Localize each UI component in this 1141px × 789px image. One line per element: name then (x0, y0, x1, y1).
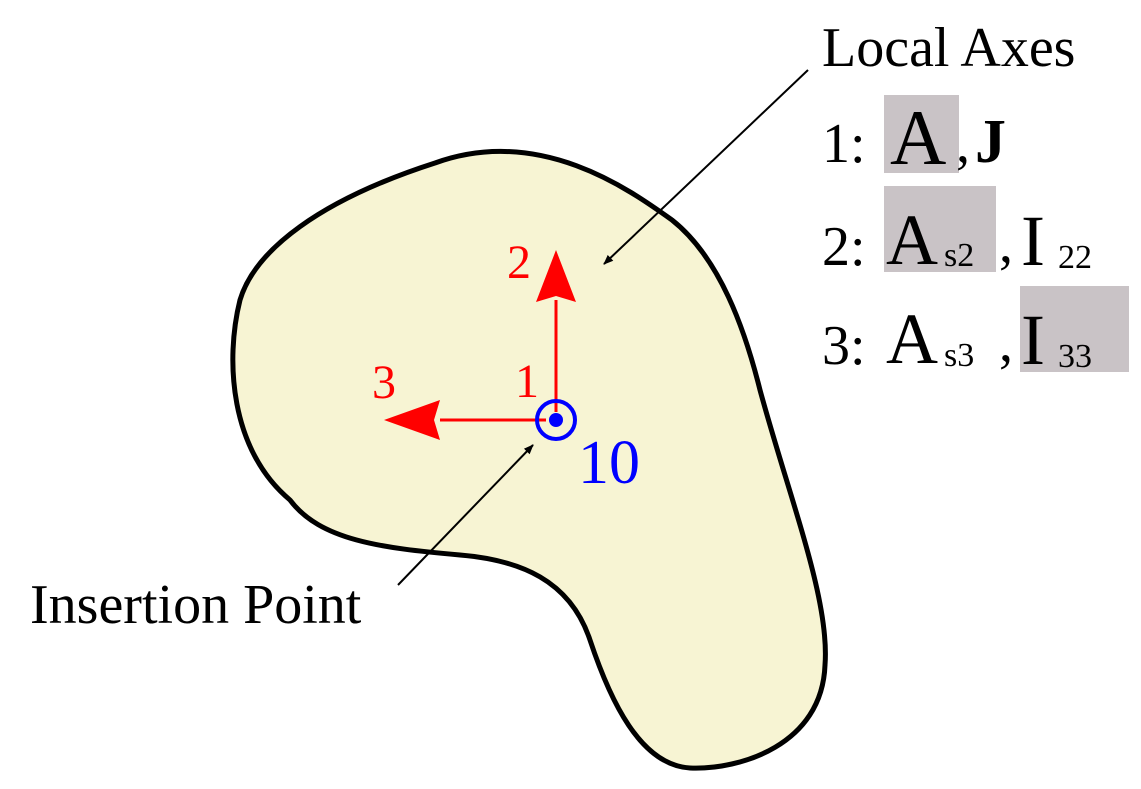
row3-shear-area-sub: s3 (944, 337, 974, 374)
property-row-2: 2: A s2 , I 22 (822, 186, 1092, 281)
row1-torsion: J (975, 108, 1006, 176)
axis-1-label: 1 (515, 355, 539, 408)
highlight-row2-shear-area (884, 186, 996, 272)
row2-inertia: I (1021, 201, 1045, 281)
row3-inertia-sub: 33 (1058, 338, 1092, 375)
local-axes-pointer-arrow (603, 69, 809, 265)
insertion-point-pointer-arrow (397, 444, 534, 586)
property-row-3: 3: A s3 , I 33 (822, 286, 1129, 380)
axis-2-arrowhead (536, 250, 576, 302)
insertion-point-dot (549, 413, 563, 427)
row1-area: A (890, 94, 946, 181)
point-number-label: 10 (578, 429, 640, 497)
row2-sep: , (999, 213, 1013, 275)
row2-index: 2: (822, 216, 866, 278)
row3-shear-area: A (886, 299, 938, 379)
property-row-1: 1: A , J (822, 94, 1006, 181)
highlight-row3-inertia (1020, 286, 1129, 372)
row2-shear-area: A (886, 200, 938, 280)
axis-3-label: 3 (372, 356, 396, 409)
local-axes-label: Local Axes (822, 17, 1075, 79)
row3-inertia: I (1021, 300, 1045, 380)
highlight-row1-area (884, 95, 959, 173)
row2-inertia-sub: 22 (1058, 239, 1092, 276)
cross-section-shape (230, 148, 828, 771)
insertion-point-ring (535, 399, 577, 441)
row2-shear-area-sub: s2 (944, 237, 974, 274)
axis-2-label: 2 (507, 236, 531, 289)
row1-sep: , (956, 113, 970, 175)
axis-3-arrowhead (384, 400, 440, 440)
row1-index: 1: (822, 113, 866, 175)
row3-index: 3: (822, 315, 866, 377)
row3-sep: , (999, 312, 1013, 374)
insertion-point-label: Insertion Point (30, 574, 362, 636)
